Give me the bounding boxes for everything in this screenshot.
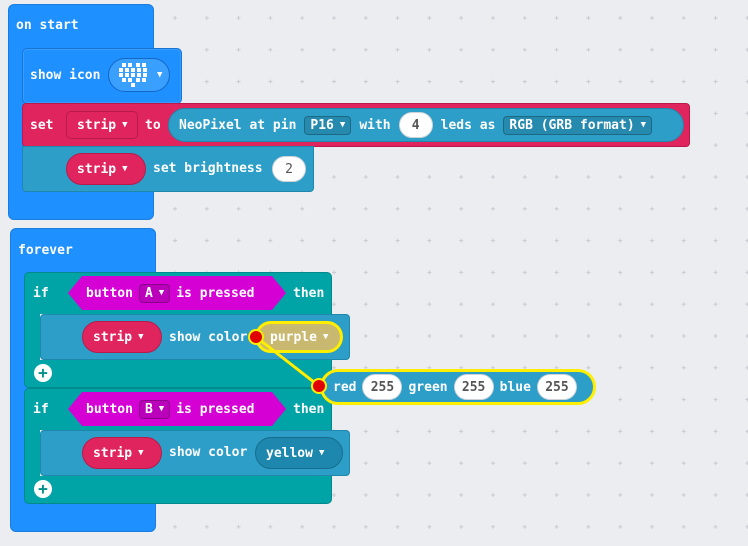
pin-value: P16 <box>310 117 334 133</box>
strip-variable-label: strip <box>77 161 117 177</box>
leds-count-field[interactable]: 4 <box>398 112 433 138</box>
then-label: then <box>293 286 325 301</box>
heart-led-icon <box>119 63 147 87</box>
button-label: button <box>86 401 133 417</box>
chevron-down-icon: ▼ <box>318 448 325 458</box>
neopixel-label: NeoPixel at pin <box>179 117 297 133</box>
chevron-down-icon: ▼ <box>122 120 128 130</box>
set-label: set <box>30 118 54 133</box>
chevron-down-icon: ▼ <box>138 448 144 458</box>
chevron-down-icon: ▼ <box>158 288 165 298</box>
button-pressed-condition[interactable]: button A ▼ is pressed <box>68 276 286 310</box>
strip-variable-label: strip <box>93 329 133 345</box>
chevron-down-icon: ▼ <box>157 70 163 80</box>
strip-variable-label: strip <box>77 117 117 133</box>
button-label: button <box>86 285 133 301</box>
brightness-field[interactable]: 2 <box>272 156 306 182</box>
color-value: purple <box>270 329 317 345</box>
button-dropdown[interactable]: B ▼ <box>139 400 170 419</box>
green-value-field[interactable]: 255 <box>453 374 494 400</box>
chevron-down-icon: ▼ <box>138 332 144 342</box>
button-value: A <box>144 285 153 301</box>
format-value: RGB (GRB format) <box>509 117 635 133</box>
green-label: green <box>408 379 448 395</box>
chevron-down-icon: ▼ <box>640 120 647 130</box>
button-value: B <box>144 401 153 417</box>
strip-variable-dropdown[interactable]: strip ▼ <box>82 321 162 353</box>
strip-variable-label: strip <box>93 445 133 461</box>
show-icon-label: show icon <box>30 68 101 83</box>
color-dropdown-yellow[interactable]: yellow ▼ <box>255 437 343 469</box>
set-brightness-label: set brightness <box>153 161 263 176</box>
add-else-icon[interactable]: + <box>34 480 52 498</box>
red-value-field[interactable]: 255 <box>362 374 403 400</box>
button-dropdown[interactable]: A ▼ <box>139 284 170 303</box>
chevron-down-icon: ▼ <box>339 120 346 130</box>
strip-variable-dropdown[interactable]: strip ▼ <box>66 153 146 185</box>
format-dropdown[interactable]: RGB (GRB format) ▼ <box>503 115 653 135</box>
show-color-label: show color <box>169 445 248 460</box>
color-value: yellow <box>266 445 313 461</box>
button-pressed-condition[interactable]: button B ▼ is pressed <box>68 392 286 426</box>
strip-variable-dropdown[interactable]: strip ▼ <box>82 437 162 469</box>
color-dropdown-purple[interactable]: purple ▼ <box>255 321 343 353</box>
blue-label: blue <box>499 379 531 395</box>
strip-variable-dropdown[interactable]: strip ▼ <box>66 111 138 139</box>
add-else-icon[interactable]: + <box>34 364 52 382</box>
on-start-label: on start <box>16 18 79 33</box>
leds-as-label: leds as <box>440 117 496 133</box>
to-label: to <box>145 118 161 133</box>
chevron-down-icon: ▼ <box>322 332 329 342</box>
with-label: with <box>359 117 391 133</box>
show-color-label: show color <box>169 330 248 345</box>
blue-value-field[interactable]: 255 <box>536 374 577 400</box>
neopixel-create-block[interactable]: NeoPixel at pin P16 ▼ with 4 leds as RGB… <box>168 108 684 142</box>
if-label: if <box>33 402 49 417</box>
icon-picker[interactable]: ▼ <box>108 58 170 92</box>
is-pressed-label: is pressed <box>176 401 255 417</box>
pin-dropdown[interactable]: P16 ▼ <box>304 115 352 135</box>
then-label: then <box>293 402 325 417</box>
rgb-block[interactable]: red 255 green 255 blue 255 <box>320 369 596 405</box>
red-label: red <box>333 379 357 395</box>
chevron-down-icon: ▼ <box>158 404 165 414</box>
is-pressed-label: is pressed <box>176 285 255 301</box>
chevron-down-icon: ▼ <box>122 164 128 174</box>
forever-label: forever <box>18 243 73 258</box>
if-label: if <box>33 286 49 301</box>
